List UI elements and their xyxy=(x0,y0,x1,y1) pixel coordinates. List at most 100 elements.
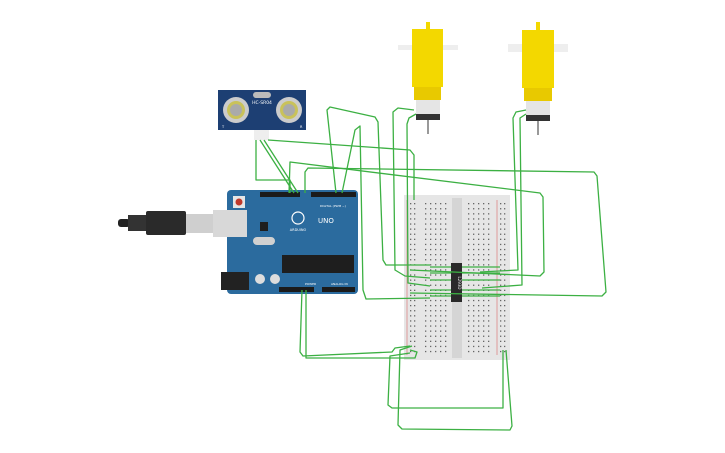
breadboard-hole[interactable] xyxy=(468,305,470,307)
breadboard-hole[interactable] xyxy=(478,345,480,348)
breadboard-hole[interactable] xyxy=(430,340,432,342)
breadboard-hole[interactable] xyxy=(430,248,432,251)
breadboard-hole[interactable] xyxy=(478,320,480,322)
breadboard-hole[interactable] xyxy=(445,264,447,266)
breadboard-hole[interactable] xyxy=(488,254,490,256)
breadboard-hole[interactable] xyxy=(440,238,442,240)
breadboard-hole[interactable] xyxy=(425,325,427,327)
breadboard-hole[interactable] xyxy=(468,284,470,286)
breadboard-hole[interactable] xyxy=(500,335,502,337)
breadboard-hole[interactable] xyxy=(488,320,490,322)
breadboard-hole[interactable] xyxy=(435,269,437,271)
breadboard-hole[interactable] xyxy=(445,228,447,230)
breadboard-hole[interactable] xyxy=(483,243,485,246)
breadboard-hole[interactable] xyxy=(483,310,485,312)
breadboard-hole[interactable] xyxy=(440,254,442,256)
breadboard-hole[interactable] xyxy=(435,340,437,342)
breadboard-hole[interactable] xyxy=(410,218,412,220)
breadboard-hole[interactable] xyxy=(435,335,437,337)
breadboard-hole[interactable] xyxy=(504,223,506,225)
breadboard-hole[interactable] xyxy=(478,254,480,256)
breadboard-hole[interactable] xyxy=(440,350,442,353)
breadboard-hole[interactable] xyxy=(410,259,412,261)
breadboard-hole[interactable] xyxy=(473,340,475,342)
breadboard-hole[interactable] xyxy=(483,264,485,266)
breadboard-hole[interactable] xyxy=(500,279,502,281)
wire[interactable] xyxy=(305,290,418,359)
breadboard-hole[interactable] xyxy=(473,299,475,302)
breadboard-hole[interactable] xyxy=(410,310,412,312)
breadboard-hole[interactable] xyxy=(425,315,427,317)
breadboard-hole[interactable] xyxy=(504,284,506,286)
breadboard-hole[interactable] xyxy=(430,299,432,302)
breadboard-hole[interactable] xyxy=(504,305,506,307)
breadboard-hole[interactable] xyxy=(430,310,432,312)
breadboard-hole[interactable] xyxy=(488,310,490,312)
breadboard-hole[interactable] xyxy=(445,223,447,225)
breadboard-hole[interactable] xyxy=(425,310,427,312)
breadboard-hole[interactable] xyxy=(500,228,502,230)
breadboard-hole[interactable] xyxy=(410,325,412,327)
breadboard-hole[interactable] xyxy=(468,335,470,337)
breadboard-hole[interactable] xyxy=(478,248,480,251)
breadboard-hole[interactable] xyxy=(504,228,506,230)
breadboard-hole[interactable] xyxy=(440,269,442,271)
breadboard-hole[interactable] xyxy=(488,259,490,261)
breadboard-hole[interactable] xyxy=(488,345,490,348)
breadboard-hole[interactable] xyxy=(473,223,475,225)
breadboard-hole[interactable] xyxy=(425,305,427,307)
breadboard-hole[interactable] xyxy=(430,233,432,235)
breadboard-hole[interactable] xyxy=(440,310,442,312)
breadboard-hole[interactable] xyxy=(488,243,490,246)
breadboard-hole[interactable] xyxy=(445,218,447,220)
breadboard-hole[interactable] xyxy=(504,320,506,322)
breadboard-hole[interactable] xyxy=(473,269,475,271)
breadboard-hole[interactable] xyxy=(430,305,432,307)
breadboard-hole[interactable] xyxy=(468,310,470,312)
breadboard-hole[interactable] xyxy=(445,248,447,251)
breadboard-hole[interactable] xyxy=(440,203,442,205)
breadboard-hole[interactable] xyxy=(504,233,506,235)
breadboard-hole[interactable] xyxy=(430,284,432,286)
breadboard-hole[interactable] xyxy=(445,340,447,342)
breadboard-hole[interactable] xyxy=(410,284,412,286)
wire[interactable] xyxy=(304,167,607,297)
breadboard-hole[interactable] xyxy=(435,274,437,276)
breadboard-hole[interactable] xyxy=(488,325,490,327)
breadboard-hole[interactable] xyxy=(435,330,437,332)
breadboard-hole[interactable] xyxy=(440,223,442,225)
breadboard-hole[interactable] xyxy=(440,299,442,302)
breadboard-hole[interactable] xyxy=(410,350,412,353)
breadboard-hole[interactable] xyxy=(504,299,506,302)
breadboard-hole[interactable] xyxy=(414,238,416,240)
wire[interactable] xyxy=(259,139,295,194)
breadboard-hole[interactable] xyxy=(500,320,502,322)
breadboard-hole[interactable] xyxy=(445,320,447,322)
breadboard-hole[interactable] xyxy=(488,315,490,317)
breadboard-hole[interactable] xyxy=(410,340,412,342)
breadboard-hole[interactable] xyxy=(483,223,485,225)
breadboard-hole[interactable] xyxy=(478,340,480,342)
breadboard-hole[interactable] xyxy=(435,208,437,210)
breadboard-hole[interactable] xyxy=(504,248,506,251)
breadboard-hole[interactable] xyxy=(488,330,490,332)
breadboard-hole[interactable] xyxy=(414,213,416,215)
breadboard-hole[interactable] xyxy=(440,340,442,342)
breadboard-hole[interactable] xyxy=(440,259,442,261)
breadboard-hole[interactable] xyxy=(430,208,432,210)
breadboard-hole[interactable] xyxy=(483,218,485,220)
breadboard-hole[interactable] xyxy=(425,340,427,342)
breadboard-hole[interactable] xyxy=(445,238,447,240)
breadboard-hole[interactable] xyxy=(500,233,502,235)
breadboard-hole[interactable] xyxy=(425,208,427,210)
breadboard-hole[interactable] xyxy=(425,238,427,240)
breadboard-hole[interactable] xyxy=(468,299,470,302)
breadboard-hole[interactable] xyxy=(500,259,502,261)
breadboard-hole[interactable] xyxy=(483,330,485,332)
breadboard-hole[interactable] xyxy=(488,350,490,353)
breadboard-hole[interactable] xyxy=(414,274,416,276)
breadboard-hole[interactable] xyxy=(483,315,485,317)
breadboard-hole[interactable] xyxy=(488,264,490,266)
breadboard-hole[interactable] xyxy=(478,238,480,240)
breadboard-hole[interactable] xyxy=(488,238,490,240)
